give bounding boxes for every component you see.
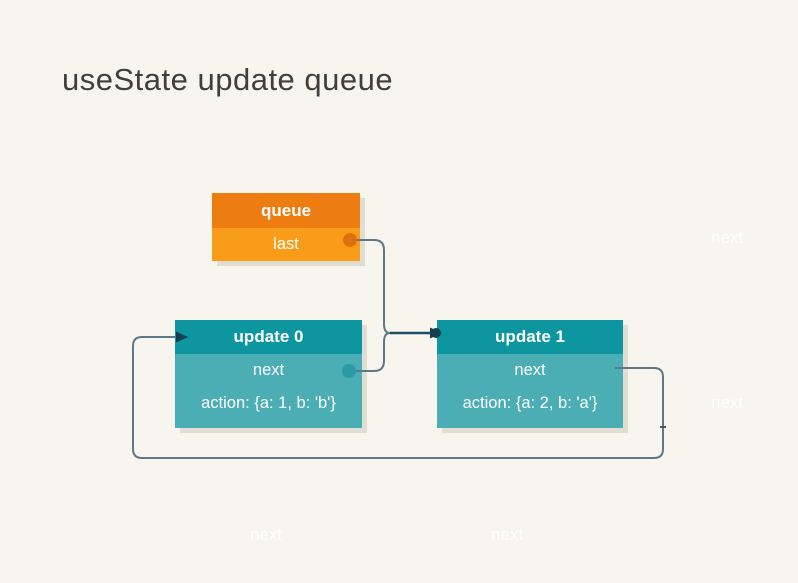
edge-label-next-bottom-left: next xyxy=(250,525,283,544)
diagram-title: useState update queue xyxy=(62,62,394,97)
node-update1-body: next action: {a: 2, b: 'a'} xyxy=(437,354,623,428)
node-queue: queue last xyxy=(212,193,360,261)
edge-label-next-top-right: next xyxy=(711,228,744,247)
edge-label-next-mid-right: next xyxy=(711,393,744,412)
node-update0-field-next: next xyxy=(252,361,285,379)
node-update0-title: update 0 xyxy=(175,320,362,354)
node-queue-field-last: last xyxy=(212,228,360,261)
node-queue-title: queue xyxy=(212,193,360,228)
edge-label-next-bottom-right: next xyxy=(491,525,524,544)
node-update1-title: update 1 xyxy=(437,320,623,354)
node-update0: update 0 next action: {a: 1, b: 'b'} xyxy=(175,320,362,428)
node-update0-body: next action: {a: 1, b: 'b'} xyxy=(175,354,362,428)
node-update1: update 1 next action: {a: 2, b: 'a'} xyxy=(437,320,623,428)
node-update0-field-action: action: {a: 1, b: 'b'} xyxy=(201,394,336,412)
node-update1-field-next: next xyxy=(514,361,546,379)
node-update1-field-action: action: {a: 2, b: 'a'} xyxy=(462,394,598,412)
